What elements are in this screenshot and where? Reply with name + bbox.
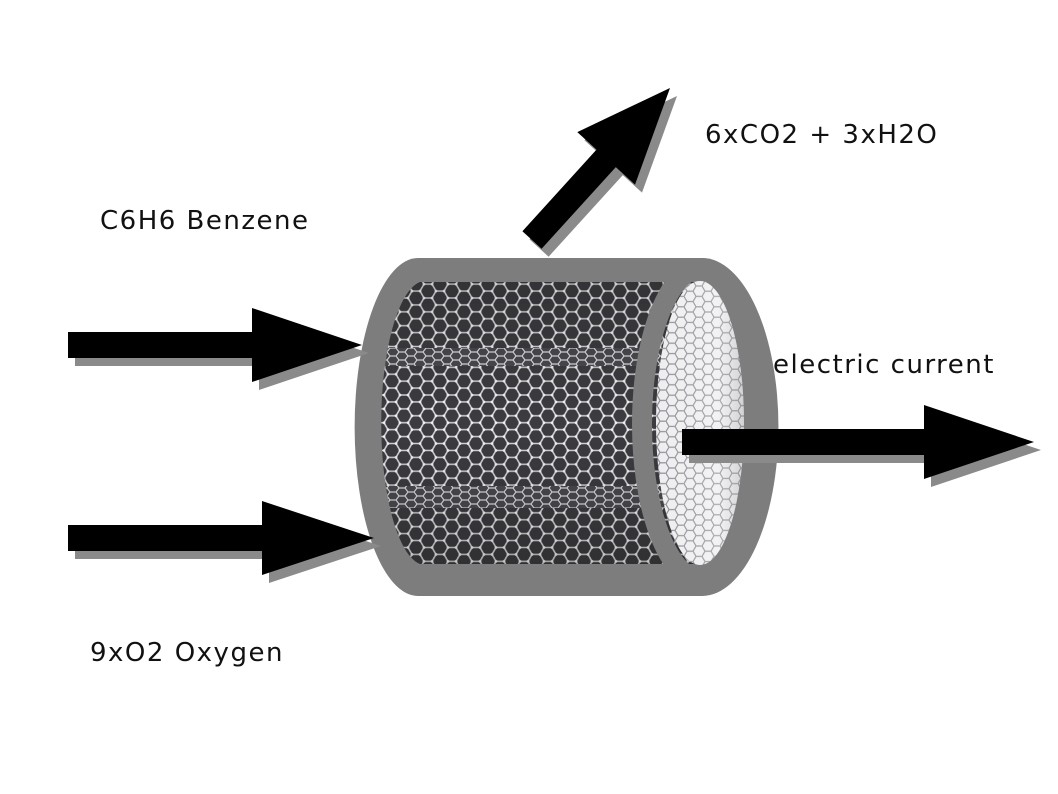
current-label: electric current (773, 350, 995, 380)
graphene-tube (354, 258, 779, 596)
tube-rim (632, 258, 772, 590)
exhaust-outlet-arrow (522, 88, 677, 257)
arrow-body (682, 405, 1034, 479)
benzene-label: C6H6 Benzene (100, 206, 310, 236)
oxygen-inlet-arrow (68, 501, 381, 583)
arrow-body (68, 308, 362, 382)
oxygen-label: 9xO2 Oxygen (90, 638, 284, 668)
arrow-body (68, 501, 374, 575)
exhaust-label: 6xCO2 + 3xH2O (705, 120, 939, 150)
benzene-inlet-arrow (68, 308, 369, 390)
arrow-body (522, 88, 670, 249)
current-outlet-arrow (682, 405, 1041, 487)
